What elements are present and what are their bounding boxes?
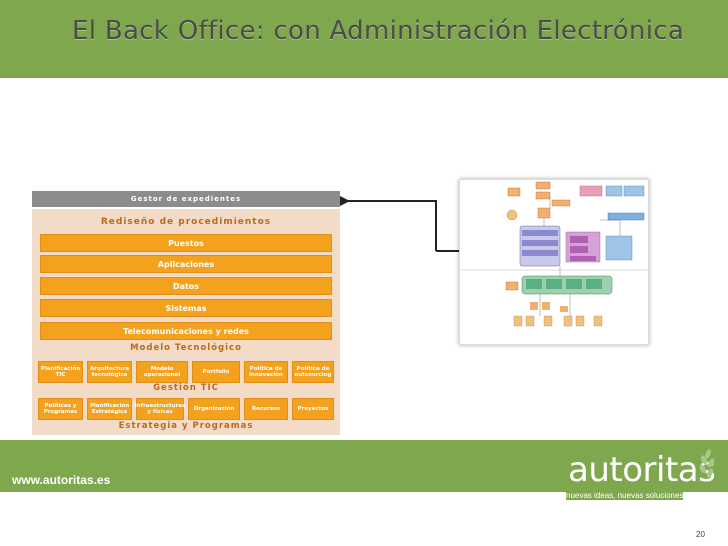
cell-recursos: Recursos — [244, 398, 288, 420]
cell-outsourcing: Política de outsourcing — [292, 361, 334, 383]
architecture-diagram: Gestor de expedientes Rediseño de proced… — [32, 191, 340, 435]
cell-organizacion: Organización — [188, 398, 240, 420]
modelo-tecnologico-label: Modelo Tecnológico — [130, 343, 242, 353]
estrategia-label: Estrategia y Programas — [118, 421, 254, 431]
detailed-architecture-thumbnail — [459, 179, 649, 345]
brand-logo: autoritas — [568, 450, 716, 490]
slide-title: El Back Office: con Administración Elect… — [72, 16, 685, 46]
title-bar: El Back Office: con Administración Elect… — [0, 0, 728, 78]
layer-telecomunicaciones: Telecomunicaciones y redes — [40, 322, 332, 340]
cell-planificacion-tic: Planificación TIC — [38, 361, 83, 383]
gestion-tic-label: Gestión TIC — [153, 383, 219, 393]
cell-modelo-operacional: Modelo operacional — [136, 361, 188, 383]
laurel-icon — [699, 449, 715, 478]
layer-sistemas: Sistemas — [40, 299, 332, 317]
layer-aplicaciones: Aplicaciones — [40, 255, 332, 273]
footer-bar — [0, 440, 728, 492]
cell-arquitectura: Arquitectura tecnológica — [87, 361, 132, 383]
page-number: 20 — [696, 530, 705, 539]
cell-proyectos: Proyectos — [292, 398, 334, 420]
rediseno-label: Rediseño de procedimientos — [100, 217, 272, 227]
tagline: nuevas ideas, nuevas soluciones — [566, 491, 684, 500]
cell-innovacion: Política de innovación — [244, 361, 288, 383]
gestor-expedientes-bar: Gestor de expedientes — [32, 191, 340, 207]
cell-planificacion-estrategica: Planificación Estratégica — [87, 398, 132, 420]
cell-infraestructuras: Infraestructuras y físicas — [135, 398, 185, 420]
cell-politicas: Políticas y Programas — [38, 398, 83, 420]
website-link[interactable]: www.autoritas.es — [12, 473, 111, 487]
cell-portfolio: Portfolio — [192, 361, 240, 383]
connector-arrow — [340, 193, 459, 252]
layer-datos: Datos — [40, 277, 332, 295]
layer-puestos: Puestos — [40, 234, 332, 252]
